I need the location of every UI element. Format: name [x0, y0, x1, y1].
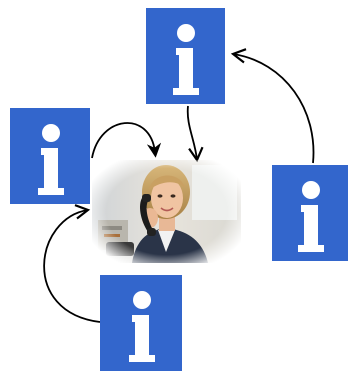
arrow-top-to-photo [186, 105, 204, 163]
information-icon [298, 181, 324, 252]
information-icon [38, 124, 64, 195]
information-icon [173, 24, 199, 95]
information-icon [129, 291, 155, 362]
arrow-left-to-photo [91, 122, 162, 159]
info-box-top [146, 8, 225, 104]
arrow-right-to-top [230, 48, 315, 164]
info-box-left [10, 108, 90, 204]
info-box-right [272, 165, 348, 261]
center-photo [92, 160, 241, 263]
arrow-bottom-to-photo [43, 204, 101, 323]
woman-on-telephone-image [92, 160, 241, 263]
info-box-bottom [100, 275, 182, 371]
